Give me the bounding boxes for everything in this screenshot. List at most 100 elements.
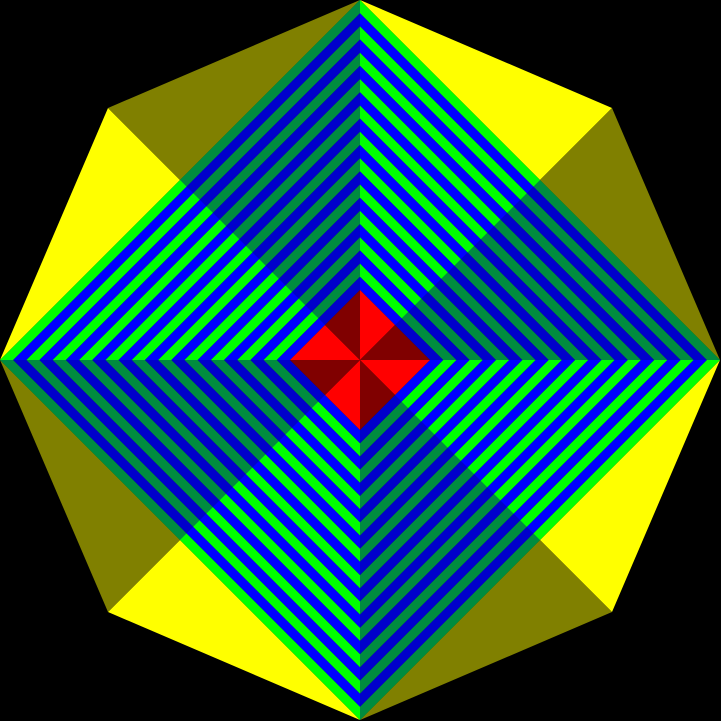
q-top-left-band	[105, 105, 360, 360]
q-top-right-band	[360, 65, 655, 361]
q-top-left-band	[250, 250, 360, 360]
q-top-right-band	[360, 13, 707, 360]
q-bottom-right-band	[360, 360, 707, 707]
triangle-tl-b	[108, 0, 360, 180]
triangle-bl-b	[0, 360, 180, 612]
q-top-left-band	[26, 26, 361, 361]
q-bottom-left-band	[0, 360, 360, 720]
q-top-right-band	[360, 118, 602, 360]
q-top-right-band	[360, 250, 470, 360]
q-bottom-right-band	[360, 360, 694, 694]
q-top-right-band	[360, 26, 694, 361]
q-bottom-left-band	[131, 360, 360, 589]
q-top-right-band	[360, 0, 720, 360]
q-top-left-band	[158, 158, 360, 360]
triangle-br-a	[540, 360, 720, 612]
q-bottom-right-band	[360, 360, 720, 720]
triangle-tr-a	[360, 0, 612, 180]
q-top-left-band	[131, 131, 360, 360]
center-pinwheel	[290, 290, 430, 430]
center-tri-8	[325, 290, 360, 360]
overlay-tl-upper	[180, 0, 360, 360]
q-bottom-left-band	[79, 360, 360, 641]
q-top-left-band	[145, 145, 360, 360]
q-bottom-right-band	[360, 360, 615, 615]
q-bottom-right-band	[360, 360, 470, 470]
q-bottom-right-band	[360, 360, 523, 523]
q-top-left-band	[65, 65, 361, 361]
center-tri-6	[290, 360, 360, 395]
q-bottom-left-band	[184, 360, 360, 536]
q-bottom-left-band	[276, 360, 360, 444]
q-bottom-left-band	[237, 360, 360, 483]
q-bottom-left-band	[250, 360, 360, 470]
q-top-right-band	[360, 263, 457, 360]
q-bottom-right-band	[360, 360, 589, 589]
q-top-left-band	[197, 197, 360, 360]
q-top-left-band	[210, 210, 360, 360]
q-top-left-band	[0, 0, 360, 360]
q-top-left-band	[92, 92, 361, 361]
q-top-right-band	[360, 79, 641, 360]
q-bottom-right-band	[360, 360, 668, 668]
q-top-left-band	[276, 276, 360, 360]
q-bottom-left-band	[92, 360, 361, 628]
triangle-br-b	[360, 540, 612, 720]
q-top-left-band	[224, 224, 360, 360]
q-bottom-left-band	[210, 360, 360, 510]
q-bottom-right-band	[360, 360, 602, 602]
center-tri-1	[360, 290, 395, 360]
q-top-left-band	[39, 39, 360, 360]
q-bottom-right-band	[360, 360, 444, 444]
overlay-bl-left	[0, 360, 360, 540]
q-bottom-right-band	[360, 360, 483, 483]
triangle-bl-a	[108, 540, 360, 720]
center-tri-7	[290, 325, 360, 360]
triangle-tl-a	[0, 108, 180, 360]
center-tri-4	[360, 360, 395, 430]
q-bottom-left-band	[158, 360, 360, 562]
q-top-right-band	[360, 131, 589, 360]
q-top-right-band	[360, 145, 575, 360]
q-top-left-band	[171, 171, 360, 360]
q-bottom-right-band	[360, 360, 510, 510]
q-top-right-band	[360, 92, 628, 361]
q-top-left-band	[184, 184, 360, 360]
q-bottom-right-band	[360, 360, 457, 457]
triangle-tr-b	[540, 108, 720, 360]
q-bottom-right-band	[360, 360, 641, 641]
q-top-right-band	[360, 210, 510, 360]
q-top-left-band	[79, 79, 360, 360]
q-bottom-left-band	[65, 360, 361, 655]
q-bottom-left-band	[145, 360, 360, 575]
q-top-right-band	[360, 184, 536, 360]
q-top-right-band	[360, 52, 668, 360]
q-bottom-right-band	[360, 360, 575, 575]
q-top-right-band	[360, 171, 549, 360]
q-bottom-right-band	[360, 360, 536, 536]
center-tri-3	[360, 360, 430, 395]
q-top-right-band	[360, 237, 483, 360]
q-bottom-right-band	[360, 360, 655, 655]
q-bottom-left-band	[197, 360, 360, 523]
q-bottom-left-band	[26, 360, 361, 694]
q-top-right-band	[360, 197, 523, 360]
q-bottom-left-band	[171, 360, 360, 549]
q-top-right-band	[360, 224, 496, 360]
q-top-right-band	[360, 39, 681, 360]
q-bottom-right-band	[360, 360, 562, 562]
q-top-left-band	[237, 237, 360, 360]
q-bottom-left-band	[263, 360, 360, 457]
q-bottom-left-band	[224, 360, 360, 496]
q-top-right-band	[360, 276, 444, 360]
q-bottom-right-band	[360, 360, 628, 628]
q-bottom-left-band	[13, 360, 360, 707]
q-top-left-band	[263, 263, 360, 360]
q-bottom-left-band	[39, 360, 360, 681]
center-tri-2	[360, 325, 430, 360]
q-top-right-band	[360, 105, 615, 360]
